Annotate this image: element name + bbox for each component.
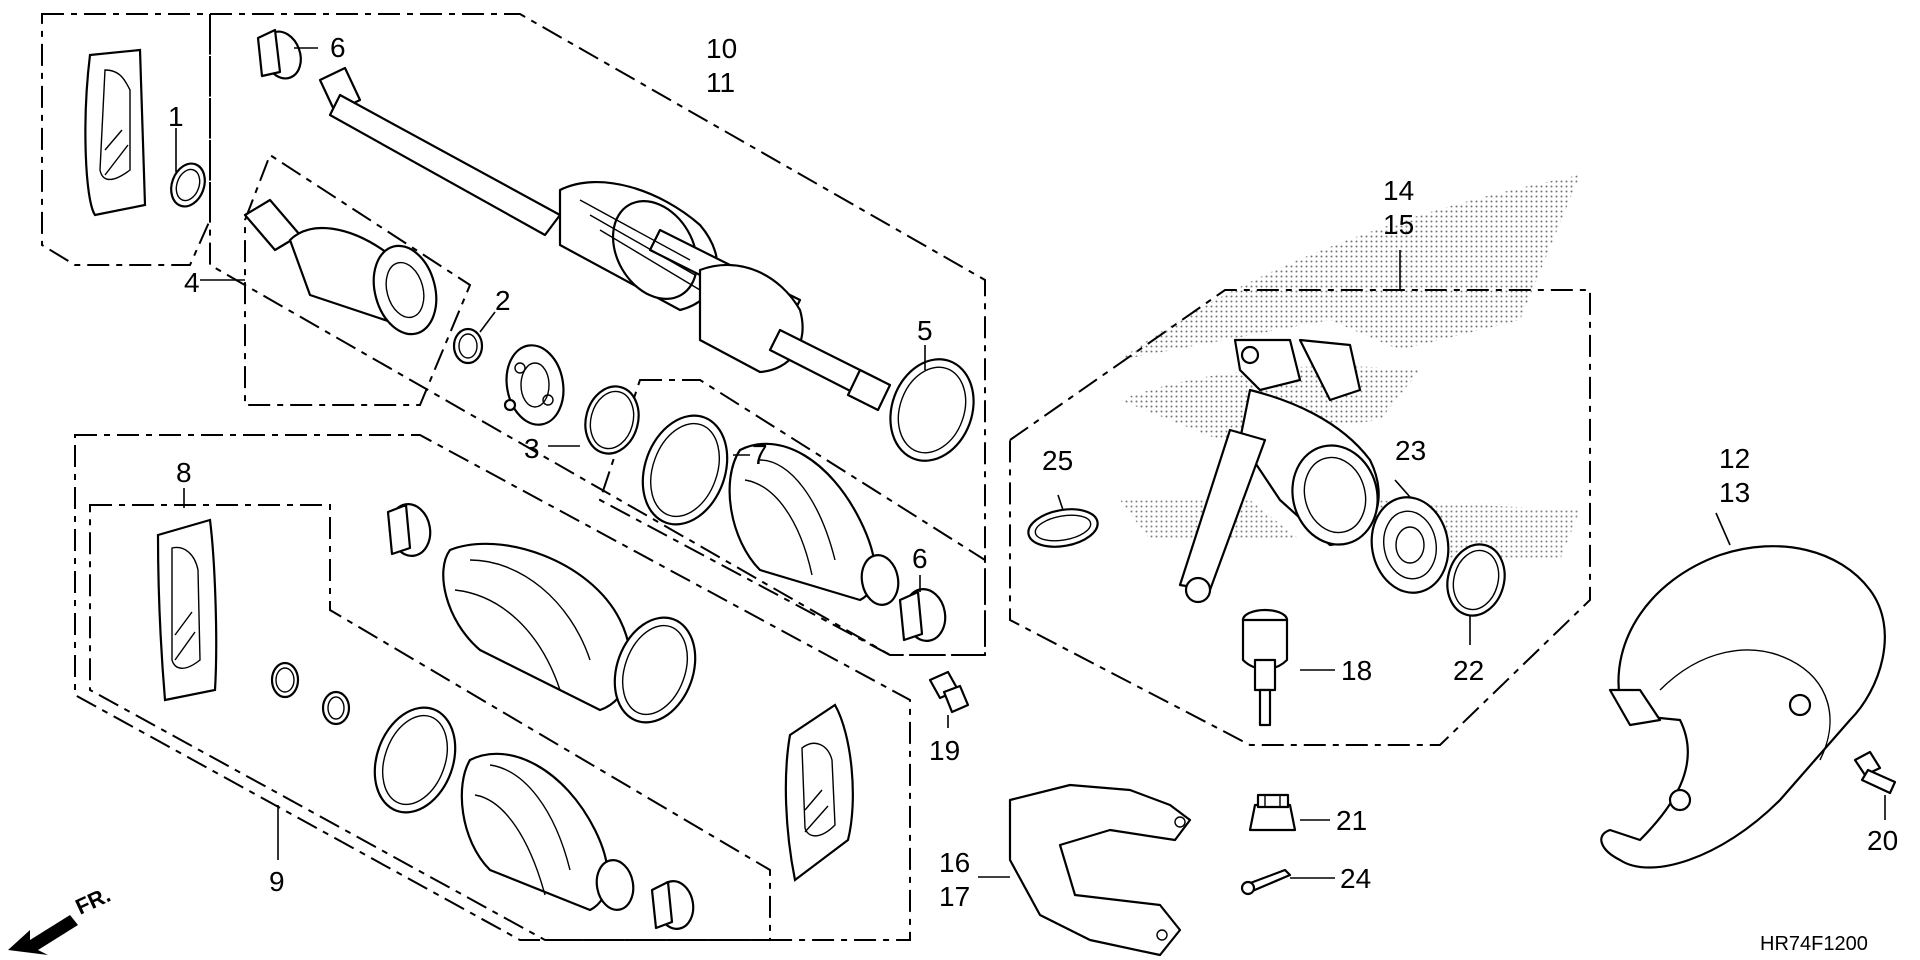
splash-guard [1600, 545, 1886, 869]
bolt-19 [928, 670, 970, 714]
set-ring-3 [584, 385, 640, 455]
grease-pack-icon [84, 48, 147, 217]
callout-labels: 1 2 3 4 5 6 6 7 8 9 10 11 12 13 14 15 16… [168, 32, 1898, 912]
callout-10: 10 [706, 33, 737, 64]
frame-boot-set-9 [74, 434, 911, 941]
inner-cv-joint [243, 198, 438, 336]
boot-set-boot-upper [442, 542, 632, 712]
callout-20: 20 [1867, 825, 1898, 856]
diagram-code: HR74F1200 [1760, 933, 1868, 955]
ball-cage [503, 344, 565, 426]
boot-set-band-small [650, 880, 695, 930]
callout-14: 14 [1383, 175, 1414, 206]
callout-6-lower: 6 [912, 543, 928, 574]
cotter-pin-24 [1240, 868, 1292, 896]
callout-19: 19 [929, 735, 960, 766]
grease-pack-icon [156, 518, 218, 702]
circlip-2 [452, 327, 484, 365]
callout-3: 3 [524, 433, 540, 464]
callout-17: 17 [939, 881, 970, 912]
callout-21: 21 [1336, 805, 1367, 836]
circlip-1 [170, 162, 206, 208]
boot-set-band-lower [373, 706, 457, 814]
leader-lines [175, 47, 1886, 879]
circlip-kit-8a [270, 661, 300, 699]
direction-label: FR. [72, 882, 115, 920]
callout-24: 24 [1340, 863, 1371, 894]
callout-11: 11 [706, 67, 735, 98]
frame-boot-kit-7 [598, 379, 986, 656]
callout-23: 23 [1395, 435, 1426, 466]
front-direction-arrow-icon [8, 915, 78, 955]
callout-2: 2 [495, 285, 511, 316]
callout-5: 5 [917, 315, 933, 346]
callout-6-top: 6 [330, 32, 346, 63]
callout-9: 9 [269, 866, 285, 897]
callout-22: 22 [1453, 655, 1484, 686]
grease-pack-icon [784, 703, 854, 882]
brake-guard [1008, 783, 1192, 957]
callout-7: 7 [752, 439, 768, 470]
boot-set-band-upper [386, 503, 432, 557]
callout-4: 4 [184, 267, 200, 298]
castle-nut-21 [1248, 793, 1297, 832]
callout-25: 25 [1042, 445, 1073, 476]
assembly-frames [41, 13, 1591, 941]
boot-set-band-mid [613, 616, 697, 724]
circlip-kit-8b [321, 690, 351, 726]
boot-band-6-top [256, 28, 302, 80]
frame-knuckle-14-15 [1009, 289, 1591, 746]
callout-16: 16 [939, 847, 970, 878]
hub-bearing-23 [1370, 496, 1450, 594]
callout-12: 12 [1719, 443, 1750, 474]
boot-7 [728, 442, 900, 606]
knuckle [1178, 338, 1380, 604]
drive-shaft [318, 66, 892, 412]
bolt-20 [1853, 750, 1897, 795]
boot-band-7 [641, 414, 729, 526]
callout-18: 18 [1341, 655, 1372, 686]
knuckle-shading [1120, 175, 1580, 560]
callout-1: 1 [168, 101, 184, 132]
ball-joint-18 [1241, 608, 1289, 727]
callout-15: 15 [1383, 209, 1414, 240]
frame-inner-joint-4 [244, 153, 472, 406]
boot-set-boot-lower [460, 752, 635, 912]
clip-25 [1027, 508, 1099, 548]
boot-band-6-lower [898, 588, 947, 642]
frame-boot-kit-8 [89, 504, 771, 941]
snap-ring-22 [1446, 543, 1506, 617]
callout-8: 8 [176, 457, 192, 488]
boot-band-5 [889, 358, 975, 462]
callout-13: 13 [1719, 477, 1750, 508]
